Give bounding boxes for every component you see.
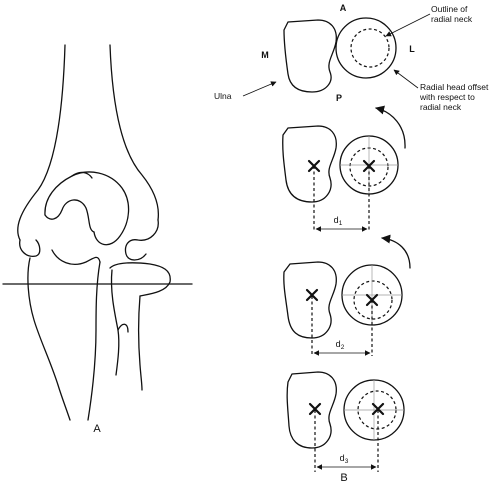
rotation-arrow-2 [381, 234, 411, 269]
distance-label-1: d1 [334, 215, 343, 227]
radius-outline-right [137, 295, 143, 391]
neck-callout-line2: radial neck [431, 14, 473, 24]
cross-ulna-2 [305, 288, 319, 302]
elbow-joint-drawing: A [2, 44, 193, 435]
radial-head [109, 262, 171, 297]
radial-neck-outline [350, 28, 390, 68]
neck-callout-arrow [385, 13, 431, 37]
medial-epicondyle [19, 239, 41, 257]
ulna-outline-left [27, 257, 71, 421]
rotation-stage-3: d3 [286, 371, 405, 472]
orientation-cross-section: A P M L Ulna Outline of radial neck Radi… [214, 3, 489, 112]
radius-outline-left [110, 269, 120, 376]
rotation-stage-1: d1 [282, 105, 406, 232]
distance-label-3: d3 [340, 453, 349, 465]
anterior-label: A [340, 3, 347, 13]
offset-callout-arrow [393, 69, 419, 89]
cross-section-panel: A P M L Ulna Outline of radial neck Radi… [214, 3, 489, 484]
ulna-section-3 [286, 371, 337, 449]
cross-radius-3 [371, 402, 385, 416]
lateral-condyle [124, 219, 159, 261]
ulna-callout-arrow [242, 81, 277, 97]
ulna-cross-section [283, 19, 337, 93]
humerus-outline-right [109, 44, 160, 221]
radial-head-circle [335, 17, 397, 79]
neck-callout-line1: Outline of [431, 4, 468, 14]
posterior-label: P [336, 93, 342, 103]
ulna-section-2 [283, 261, 337, 339]
humerus-outline [17, 44, 66, 241]
offset-callout-line2: with respect to [419, 92, 475, 102]
offset-callout-line3: radial neck [420, 102, 462, 112]
panel-b-label: B [340, 472, 347, 484]
rotation-stage-2: d2 [283, 234, 411, 356]
distance-label-2: d2 [336, 339, 345, 351]
ulna-outline-right [87, 261, 101, 421]
lateral-label: L [409, 44, 415, 54]
trochlea-notch [71, 171, 93, 179]
ulna-section-1 [282, 125, 337, 203]
radius-neck-notch [117, 323, 129, 333]
cross-ulna-3 [308, 402, 322, 416]
olecranon-outline [44, 171, 130, 246]
ulna-callout-label: Ulna [214, 91, 232, 101]
ulna-inner-line [51, 249, 101, 265]
offset-callout-line1: Radial head offset [420, 82, 489, 92]
radial-neck-2 [353, 280, 393, 320]
panel-a-label: A [93, 423, 101, 435]
coronoid-line [44, 199, 95, 233]
rotation-arrow-1 [375, 105, 406, 149]
medial-label: M [261, 50, 269, 60]
